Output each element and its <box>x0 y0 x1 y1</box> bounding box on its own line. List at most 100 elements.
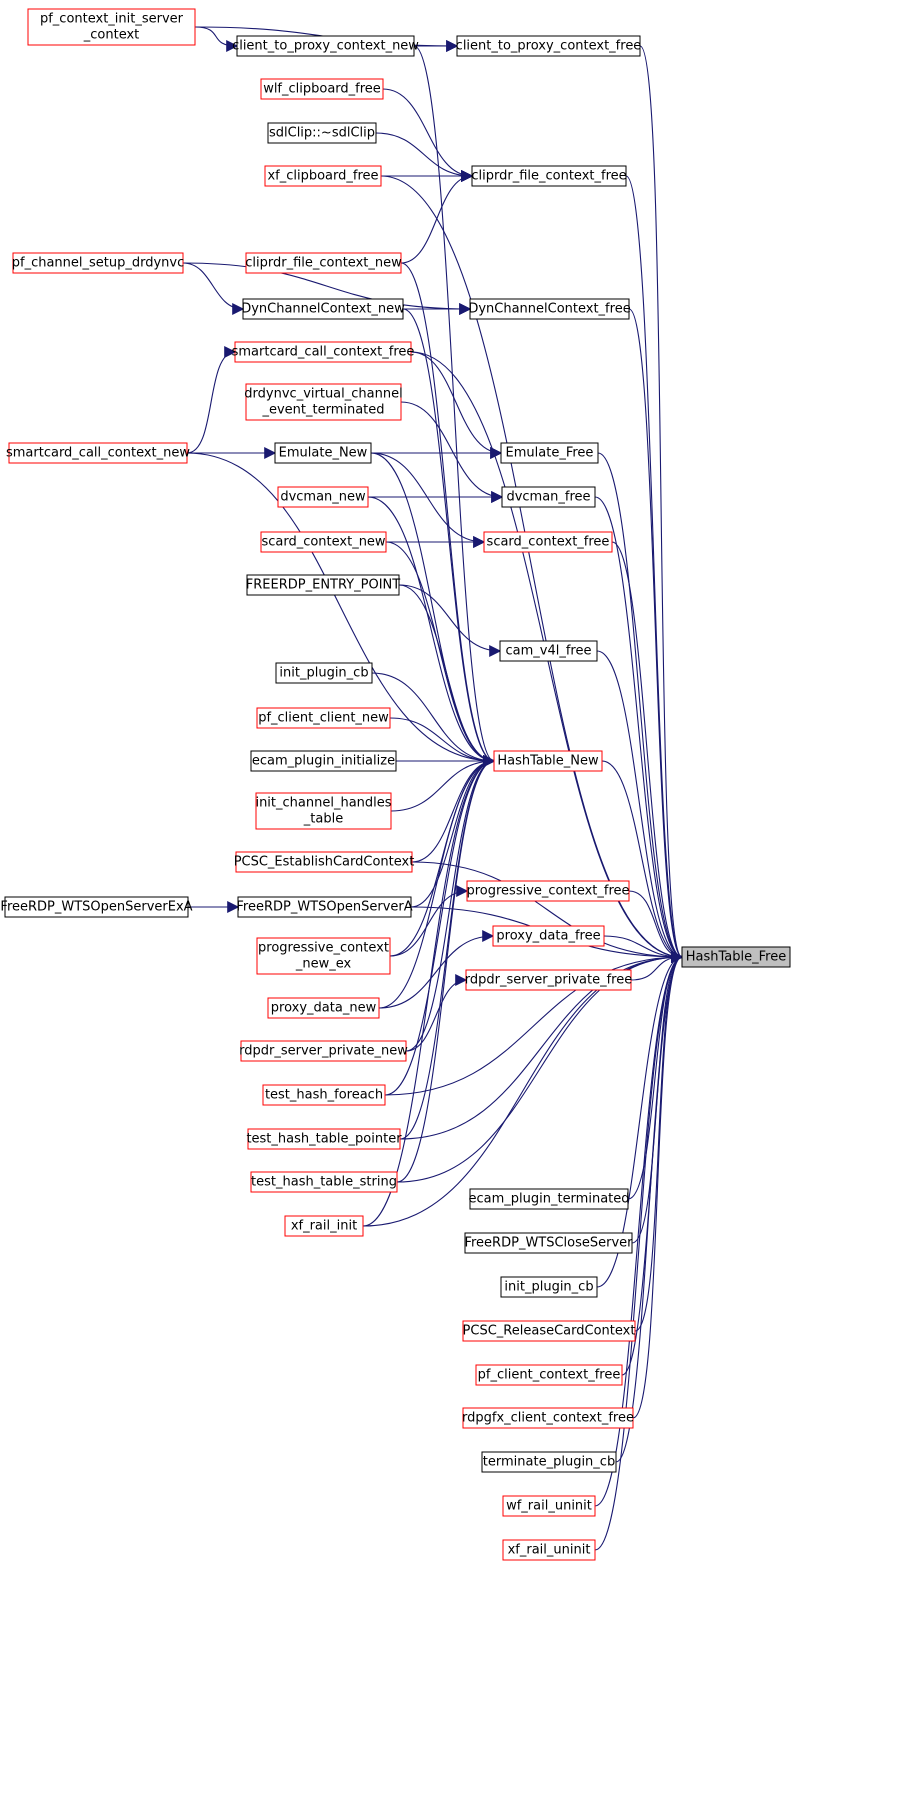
node-freerdp-wtsopenservera[interactable]: FreeRDP_WTSOpenServerA <box>236 896 413 918</box>
function-nodes: pf_context_init_server_context client_to_… <box>0 8 791 1561</box>
node-box <box>469 298 630 320</box>
node-sdlclip-dtor[interactable]: sdlClip::~sdlClip <box>267 122 377 144</box>
edge-terminate-plugin-cb-to-hashtable-free <box>615 951 684 1463</box>
node-label: client_to_proxy_context_free <box>456 39 642 54</box>
node-pf-client-context-free[interactable]: pf_client_context_free <box>475 1364 623 1386</box>
node-label: xf_rail_init <box>291 1219 357 1234</box>
node-wf-rail-uninit[interactable]: wf_rail_uninit <box>502 1495 596 1517</box>
edge-dvcman-free-to-hashtable-free <box>594 496 684 963</box>
node-test-hash-table-pointer[interactable]: test_hash_table_pointer <box>246 1128 402 1150</box>
node-rdpgfx-client-context-free[interactable]: rdpgfx_client_context_free <box>462 1407 634 1429</box>
edge-test-hash-foreach-to-hashtable-free <box>384 951 684 1096</box>
node-init-plugin-cb-b[interactable]: init_plugin_cb <box>500 1276 598 1298</box>
node-smartcard-call-context-free[interactable]: smartcard_call_context_free <box>232 341 415 363</box>
node-box <box>255 792 392 830</box>
node-box <box>501 486 596 508</box>
edge-rdpgfx-client-context-free-to-hashtable-free <box>632 951 684 1419</box>
node-label: ecam_plugin_terminated <box>468 1192 629 1207</box>
node-wlf-clipboard-free[interactable]: wlf_clipboard_free <box>260 78 384 100</box>
edge-wf-rail-uninit-to-hashtable-free <box>594 951 684 1507</box>
node-client-to-proxy-context-free[interactable]: client_to_proxy_context_free <box>456 35 642 57</box>
node-emulate-new[interactable]: Emulate_New <box>274 442 372 464</box>
node-rdpdr-server-private-new[interactable]: rdpdr_server_private_new <box>239 1040 408 1062</box>
node-xf-clipboard-free[interactable]: xf_clipboard_free <box>264 165 382 187</box>
edge-smartcard-call-context-free-to-emulate-free <box>410 351 503 459</box>
node-pf-channel-setup-drdynvc[interactable]: pf_channel_setup_drdynvc <box>12 252 185 274</box>
node-smartcard-call-context-new[interactable]: smartcard_call_context_new <box>6 442 190 464</box>
edge-xf-rail-uninit-to-hashtable-free <box>594 951 684 1551</box>
node-ecam-plugin-terminated[interactable]: ecam_plugin_terminated <box>468 1188 630 1210</box>
node-xf-rail-uninit[interactable]: xf_rail_uninit <box>502 1539 596 1561</box>
edge-ecam-plugin-terminated-to-hashtable-free <box>627 951 684 1200</box>
node-cam-v4l-free[interactable]: cam_v4l_free <box>499 640 598 662</box>
node-box <box>469 1188 629 1210</box>
node-box <box>235 851 413 873</box>
edge-pf-channel-setup-drdynvc-to-dynchannelcontext-new <box>182 262 245 315</box>
node-hashtable-free[interactable]: HashTable_Free <box>681 946 791 968</box>
node-test-hash-foreach[interactable]: test_hash_foreach <box>262 1084 386 1106</box>
edge-rdpdr-server-private-new-to-hashtable-new <box>405 755 496 1052</box>
node-box <box>493 750 603 772</box>
node-dynchannelcontext-free[interactable]: DynChannelContext_free <box>468 298 631 320</box>
node-scard-context-new[interactable]: scard_context_new <box>260 531 387 553</box>
node-drdynvc-virtual-channel-event-terminated[interactable]: drdynvc_virtual_channel_event_terminated <box>244 383 403 421</box>
node-label: pf_channel_setup_drdynvc <box>12 256 185 271</box>
node-pf-context-init-server-context[interactable]: pf_context_init_server_context <box>27 8 196 46</box>
node-label: FREERDP_ENTRY_POINT <box>246 578 400 593</box>
node-label: smartcard_call_context_new <box>6 446 190 461</box>
edge-pf-context-init-server-context-to-client-to-proxy-context-new <box>194 26 239 52</box>
node-box <box>260 531 387 553</box>
node-label: ecam_plugin_initialize <box>252 754 395 769</box>
node-box <box>502 1539 596 1561</box>
node-cliprdr-file-context-free[interactable]: cliprdr_file_context_free <box>471 165 627 187</box>
node-box <box>12 252 184 274</box>
node-label: FreeRDP_WTSOpenServerExA <box>0 900 192 915</box>
node-dynchannelcontext-new[interactable]: DynChannelContext_new <box>241 298 405 320</box>
node-freerdp-wtscloseserver[interactable]: FreeRDP_WTSCloseServer <box>464 1232 633 1254</box>
node-progressive-context-new-ex[interactable]: progressive_context_new_ex <box>256 937 391 975</box>
node-label: HashTable_Free <box>686 950 786 965</box>
node-dvcman-new[interactable]: dvcman_new <box>277 486 369 508</box>
node-box <box>256 937 391 975</box>
node-box <box>256 707 391 729</box>
node-xf-rail-init[interactable]: xf_rail_init <box>284 1215 364 1237</box>
node-emulate-free[interactable]: Emulate_Free <box>500 442 599 464</box>
node-freerdp-wtsopenserverexa[interactable]: FreeRDP_WTSOpenServerExA <box>0 896 193 918</box>
node-proxy-data-new[interactable]: proxy_data_new <box>267 997 380 1019</box>
node-pcsc-releasecardcontext[interactable]: PCSC_ReleaseCardContext <box>462 1320 636 1342</box>
node-hashtable-new[interactable]: HashTable_New <box>493 750 603 772</box>
node-freerdp-entry-point[interactable]: FREERDP_ENTRY_POINT <box>246 574 400 596</box>
edge-xf-clipboard-free-to-hashtable-free <box>380 175 684 963</box>
node-ecam-plugin-initialize[interactable]: ecam_plugin_initialize <box>250 750 397 772</box>
node-label: FreeRDP_WTSOpenServerA <box>236 900 412 915</box>
node-test-hash-table-string[interactable]: test_hash_table_string <box>250 1171 398 1193</box>
node-terminate-plugin-cb[interactable]: terminate_plugin_cb <box>481 1451 617 1473</box>
node-client-to-proxy-context-new[interactable]: client_to_proxy_context_new <box>232 35 419 57</box>
node-cliprdr-file-context-new[interactable]: cliprdr_file_context_new <box>245 252 402 274</box>
node-proxy-data-free[interactable]: proxy_data_free <box>492 925 605 947</box>
node-label: _new_ex <box>295 957 352 972</box>
edge-client-to-proxy-context-free-to-hashtable-free <box>639 45 684 963</box>
node-box <box>462 1407 634 1429</box>
node-progressive-context-free[interactable]: progressive_context_free <box>466 880 630 902</box>
node-label: dvcman_free <box>506 490 590 505</box>
node-pcsc-establishcardcontext[interactable]: PCSC_EstablishCardContext <box>234 851 415 873</box>
node-init-channel-handles-table[interactable]: init_channel_handles_table <box>255 792 392 830</box>
node-dvcman-free[interactable]: dvcman_free <box>501 486 596 508</box>
node-pf-client-client-new[interactable]: pf_client_client_new <box>256 707 391 729</box>
node-label: dvcman_new <box>280 490 366 505</box>
node-box <box>245 383 402 421</box>
node-box <box>500 1276 598 1298</box>
node-rdpdr-server-private-free[interactable]: rdpdr_server_private_free <box>465 969 632 991</box>
node-label: PCSC_EstablishCardContext <box>234 855 415 870</box>
edge-wlf-clipboard-free-to-cliprdr-file-context-free <box>382 88 474 182</box>
node-scard-context-free[interactable]: scard_context_free <box>483 531 613 553</box>
node-label: init_plugin_cb <box>504 1280 593 1295</box>
node-label: DynChannelContext_new <box>241 302 405 317</box>
node-init-plugin-cb-a[interactable]: init_plugin_cb <box>275 662 373 684</box>
node-box <box>234 341 412 363</box>
node-label: progressive_context <box>258 941 389 956</box>
node-label: smartcard_call_context_free <box>232 345 415 360</box>
node-box <box>500 442 599 464</box>
